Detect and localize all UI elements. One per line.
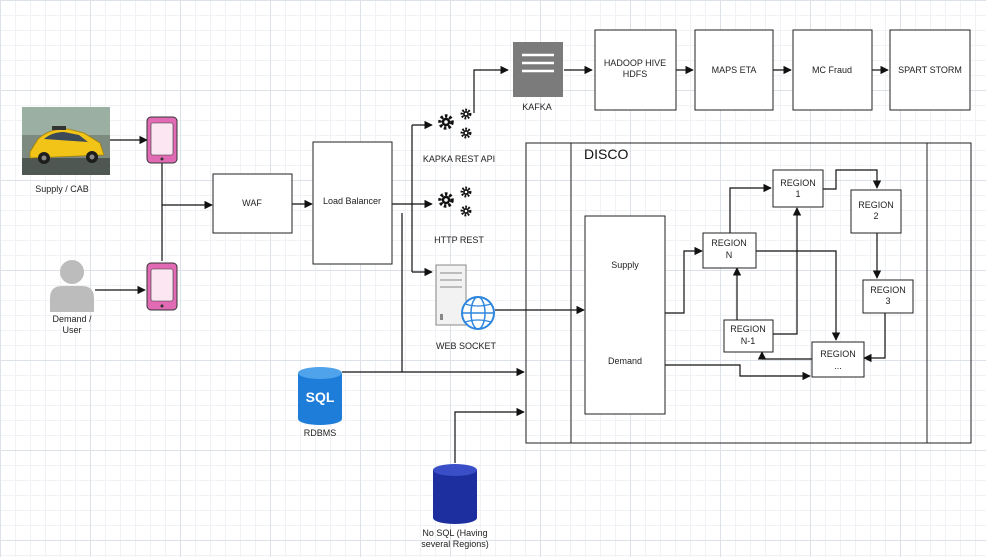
demand-user-label-2: User xyxy=(62,325,81,335)
web-socket-label: WEB SOCKET xyxy=(436,341,497,351)
kafka-label: KAFKA xyxy=(522,102,552,112)
region-2-box xyxy=(850,189,902,234)
region-n-1-label-a: REGION xyxy=(730,324,766,334)
region-3-label-a: REGION xyxy=(870,285,906,295)
region-1-label-b: 1 xyxy=(795,189,800,199)
region-3-label-b: 3 xyxy=(885,296,890,306)
region-1-label-a: REGION xyxy=(780,178,816,188)
nosql-database-icon xyxy=(433,464,477,524)
region-3-box xyxy=(862,279,914,314)
supply-label: Supply xyxy=(611,260,639,270)
load-balancer-label: Load Balancer xyxy=(323,196,381,206)
mc-fraud-box xyxy=(792,29,873,111)
region-2-label-b: 2 xyxy=(873,211,878,221)
sql-badge: SQL xyxy=(306,389,335,405)
load-balancer-box xyxy=(312,141,393,265)
hadoop-box xyxy=(594,29,677,111)
spart-storm-label: SPART STORM xyxy=(898,65,962,75)
region-n-label-b: N xyxy=(726,250,733,260)
region-n-label-a: REGION xyxy=(711,238,747,248)
region-dots-box xyxy=(811,341,865,378)
kafka-rest-api-label: KAPKA REST API xyxy=(423,154,495,164)
maps-eta-label: MAPS ETA xyxy=(712,65,757,75)
sql-database-icon xyxy=(298,367,342,425)
gear-icon-kafka-rest xyxy=(438,108,472,139)
disco-title: DISCO xyxy=(584,146,628,162)
spart-storm-box xyxy=(889,29,971,111)
hadoop-label-1: HADOOP HIVE xyxy=(604,58,666,68)
supply-demand-box xyxy=(584,215,666,415)
supply-cab-label: Supply / CAB xyxy=(35,184,89,194)
phone-icon-supply xyxy=(146,116,178,164)
demand-label: Demand xyxy=(608,356,642,366)
region-n-box xyxy=(702,232,757,269)
region-dots-label-b: ... xyxy=(834,361,842,371)
nosql-label-2: several Regions) xyxy=(421,539,489,549)
kafka-server-icon xyxy=(513,42,563,97)
maps-eta-box xyxy=(694,29,774,111)
connectors xyxy=(95,65,889,463)
hadoop-label-2: HDFS xyxy=(623,69,648,79)
mc-fraud-label: MC Fraud xyxy=(812,65,852,75)
taxi-photo xyxy=(22,107,110,175)
region-n-1-box xyxy=(723,319,774,353)
region-n-1-label-b: N-1 xyxy=(741,336,756,346)
region-1-box xyxy=(772,169,824,208)
http-rest-label: HTTP REST xyxy=(434,235,484,245)
demand-user-label-1: Demand / xyxy=(52,314,92,324)
nosql-label-1: No SQL (Having xyxy=(422,528,487,538)
rdbms-label: RDBMS xyxy=(304,428,337,438)
globe-icon xyxy=(461,296,495,330)
user-icon xyxy=(50,260,94,312)
gear-icon-http-rest xyxy=(438,186,472,217)
region-dots-label-a: REGION xyxy=(820,349,856,359)
waf-label: WAF xyxy=(242,198,262,208)
waf-box xyxy=(212,173,293,234)
disco-container xyxy=(525,142,972,444)
server-icon-web-socket xyxy=(435,264,467,326)
region-2-label-a: REGION xyxy=(858,200,894,210)
phone-icon-demand xyxy=(146,262,178,311)
